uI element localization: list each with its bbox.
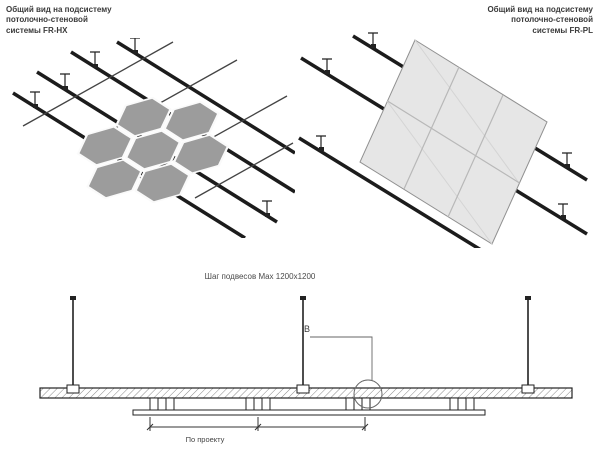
rod-cap bbox=[70, 296, 76, 300]
rod-top-caps bbox=[70, 296, 531, 300]
panel-seams bbox=[387, 66, 520, 218]
rod-cap bbox=[300, 296, 306, 300]
dimension-extension-lines bbox=[149, 417, 366, 431]
rod-clamp bbox=[66, 384, 80, 394]
rod-clamp bbox=[521, 384, 535, 394]
hanger-section-drawing: В По проекту bbox=[39, 296, 573, 444]
dimension-note: По проекту bbox=[186, 435, 225, 444]
hex-panel bbox=[134, 162, 191, 204]
hex-panel bbox=[86, 158, 143, 200]
hex-panel bbox=[115, 96, 172, 138]
rod-cap bbox=[525, 296, 531, 300]
fr-hx-title: Общий вид на подсистему потолочно-стенов… bbox=[6, 5, 112, 35]
hangers bbox=[316, 32, 572, 219]
detail-circle bbox=[353, 379, 383, 409]
panel-slab bbox=[359, 39, 548, 245]
hangers bbox=[30, 38, 272, 217]
carrier bbox=[194, 142, 294, 199]
rod-clamp bbox=[296, 384, 310, 394]
panel-clip bbox=[361, 397, 371, 411]
hanger-posts bbox=[30, 38, 272, 216]
dimension-ticks bbox=[146, 423, 369, 431]
hanger-posts bbox=[316, 32, 572, 219]
dimension bbox=[146, 417, 369, 431]
carrier bbox=[22, 41, 174, 127]
panel-fold-lines bbox=[386, 39, 520, 245]
detail-label: В bbox=[304, 324, 310, 334]
rod-clamps bbox=[66, 384, 535, 394]
panel-clip bbox=[165, 397, 175, 411]
hex-panels bbox=[76, 96, 230, 204]
panel-clip bbox=[261, 397, 271, 411]
panel-clip bbox=[345, 397, 355, 411]
rail bbox=[116, 40, 295, 155]
section-title: Шаг подвесов Max 1200x1200 bbox=[204, 272, 316, 281]
panel-clip bbox=[465, 397, 475, 411]
panel-clips bbox=[149, 397, 475, 411]
detail-leader bbox=[310, 336, 373, 380]
panel-clip bbox=[449, 397, 459, 411]
fr-pl-isometric-drawing bbox=[298, 32, 588, 248]
panel-clip bbox=[245, 397, 255, 411]
hanger-rods bbox=[72, 300, 529, 388]
fr-hx-isometric-drawing bbox=[12, 38, 295, 238]
panel-line bbox=[132, 409, 486, 416]
hex-panel bbox=[76, 125, 134, 167]
hex-panel bbox=[124, 129, 182, 171]
rail bbox=[298, 136, 482, 248]
hex-panel bbox=[172, 133, 230, 175]
hex-panel bbox=[163, 100, 220, 142]
fr-pl-title: Общий вид на подсистему потолочно-стенов… bbox=[487, 5, 593, 35]
panel-clip bbox=[149, 397, 159, 411]
